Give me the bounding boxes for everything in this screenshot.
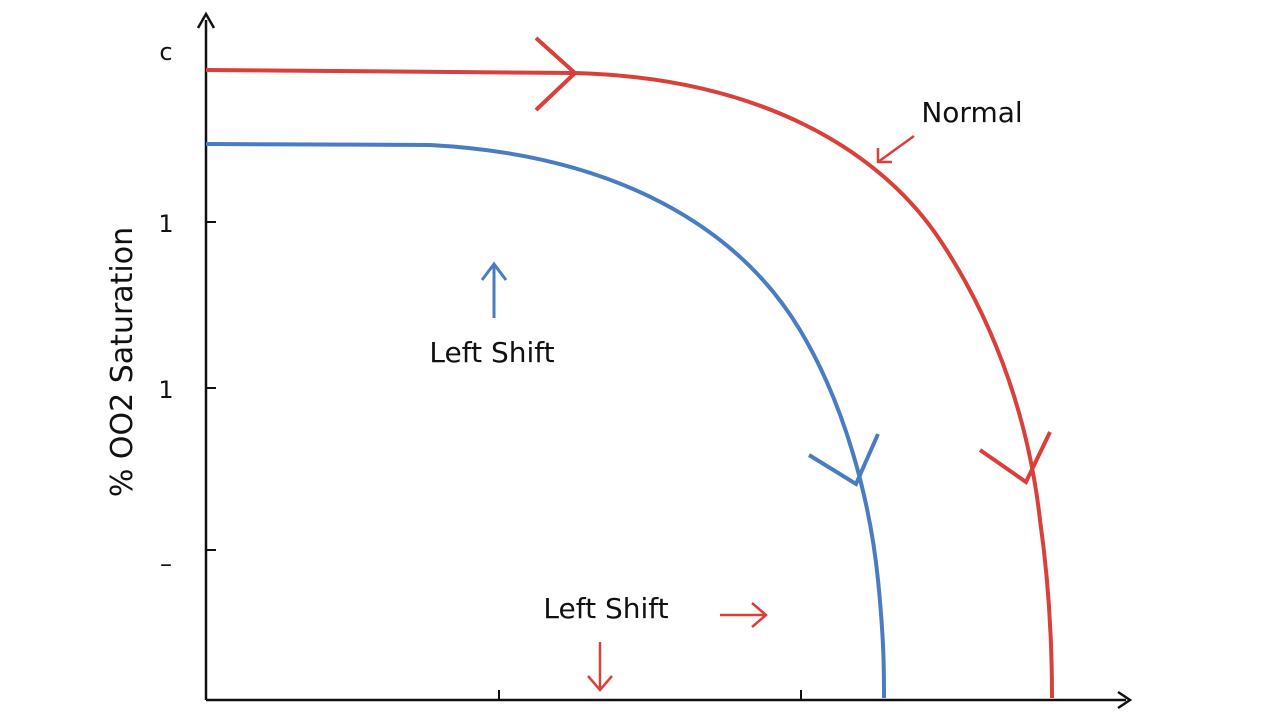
y-tick-label: 1 — [158, 376, 173, 404]
y-axis-label: % OO2 Saturation — [105, 227, 140, 497]
normal-curve-arrow-icon — [534, 36, 578, 112]
left-shift-label-lower: Left Shift — [543, 592, 668, 625]
y-tick-label: 1 — [158, 210, 173, 238]
y-axis-arrow-icon — [196, 11, 216, 29]
normal-curve-arrow-icon — [978, 431, 1052, 485]
normal-curve-group — [205, 36, 1054, 699]
down-arrow-icon — [587, 642, 613, 692]
right-arrow-icon — [720, 602, 768, 628]
normal-curve — [205, 68, 1054, 699]
y-tick-label: c — [159, 38, 172, 66]
up-arrow-icon — [480, 261, 508, 318]
left-shift-label-upper: Left Shift — [429, 336, 554, 369]
left-shift-curve-arrow-icon — [807, 433, 880, 487]
normal-label: Normal — [921, 96, 1022, 129]
axes — [196, 11, 1133, 710]
left-shift-curve — [205, 142, 886, 699]
normal-pointer-arrow-icon — [876, 134, 915, 164]
y-tick-labels: c 1 1 – — [158, 38, 173, 578]
left-shift-curve-group — [205, 142, 886, 699]
y-tick-label: – — [160, 550, 172, 578]
x-axis-arrow-icon — [1117, 690, 1133, 710]
